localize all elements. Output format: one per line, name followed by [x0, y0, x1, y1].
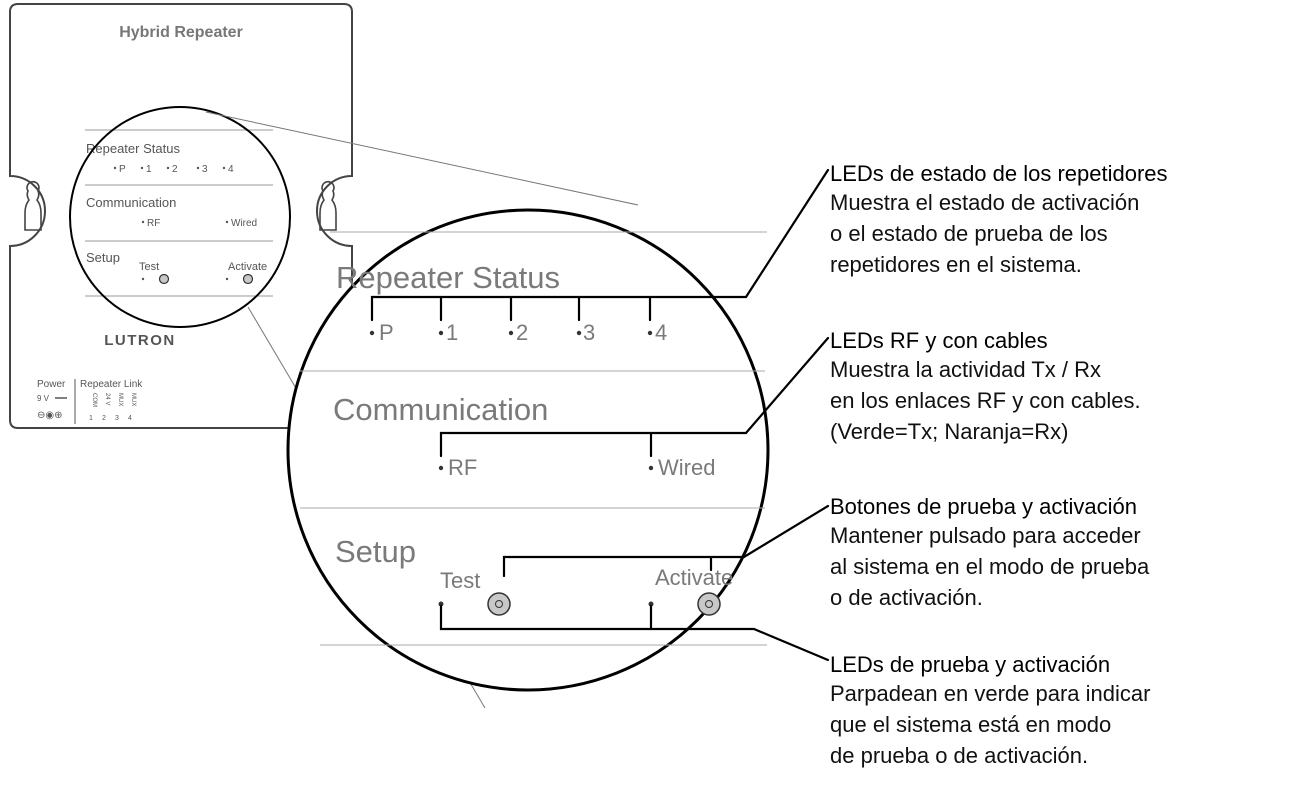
- status-led-label: 4: [655, 320, 667, 345]
- annotation-title: Botones de prueba y activación: [830, 494, 1137, 519]
- comm-led-label: RF: [448, 455, 477, 480]
- small-status-led-label: 2: [172, 164, 178, 175]
- power-voltage: 9 V: [37, 394, 50, 403]
- small-status-led-label: P: [119, 164, 126, 175]
- power-polarity-icon: ⊖◉⊕: [37, 410, 62, 421]
- comm-led-label: Wired: [658, 455, 715, 480]
- annotation-line: Muestra la actividad Tx / Rx: [830, 357, 1102, 382]
- brand-logo: LUTRON: [104, 332, 176, 349]
- annotation-buttons: Botones de prueba y activación Mantener …: [830, 493, 1285, 613]
- status-led-label: 1: [446, 320, 458, 345]
- link-pin: COM: [91, 393, 97, 407]
- link-pin: MUX: [130, 393, 136, 406]
- small-comm-led-dot: [141, 220, 145, 224]
- test-label: Test: [440, 568, 480, 593]
- activate-button[interactable]: [697, 592, 721, 616]
- small-status-led-dots: [113, 166, 226, 170]
- annotation-line: en los enlaces RF y con cables.: [830, 388, 1141, 413]
- small-comm-led-label: RF: [147, 218, 160, 229]
- status-led-label: 3: [583, 320, 595, 345]
- comm-bracket: [439, 336, 830, 458]
- button-bracket: [502, 504, 830, 578]
- small-activate-led-dot: [225, 277, 229, 281]
- activate-label: Activate: [655, 565, 733, 590]
- status-led-label: P: [379, 320, 394, 345]
- status-led-dot: [438, 330, 444, 336]
- annotation-text: Mantener pulsado para acceder al sistema…: [830, 520, 1285, 613]
- annotation-setup-leds: LEDs de prueba y activación Parpadean en…: [830, 651, 1285, 771]
- status-led-dot: [369, 330, 375, 336]
- small-activate-label: Activate: [228, 261, 267, 273]
- annotation-line: Parpadean en verde para indicar: [830, 681, 1151, 706]
- status-bracket: [370, 168, 830, 322]
- small-status-led-label: 3: [202, 164, 208, 175]
- link-number: 1: [89, 415, 93, 422]
- comm-heading: Communication: [333, 392, 548, 427]
- annotation-line: Mantener pulsado para acceder: [830, 523, 1141, 548]
- annotation-text: Parpadean en verde para indicar que el s…: [830, 678, 1285, 771]
- annotation-line: Muestra el estado de activación: [830, 190, 1140, 215]
- link-pin: MUX: [117, 393, 123, 406]
- magnified-panel: Repeater Status P 1 2 3 4 Communication …: [333, 260, 733, 593]
- device-outline: [9, 3, 353, 429]
- zoom-circle: [69, 106, 291, 328]
- link-pin: 24 V: [104, 393, 110, 405]
- small-test-led-dot: [141, 277, 145, 281]
- annotation-comm-leds: LEDs RF y con cables Muestra la activida…: [830, 327, 1285, 447]
- annotation-line: o el estado de prueba de los: [830, 221, 1108, 246]
- comm-led-dot: [438, 465, 444, 471]
- small-status-led-label: 1: [146, 164, 152, 175]
- small-test-button[interactable]: [158, 273, 170, 285]
- annotation-line: (Verde=Tx; Naranja=Rx): [830, 419, 1069, 444]
- link-number: 2: [102, 415, 106, 422]
- small-activate-button[interactable]: [242, 273, 254, 285]
- small-comm-led-label: Wired: [231, 218, 257, 229]
- link-number: 4: [128, 415, 132, 422]
- link-label: Repeater Link: [80, 379, 143, 390]
- small-comm-heading: Communication: [86, 195, 176, 210]
- small-dividers: [85, 129, 273, 297]
- annotation-title: LEDs de estado de los repetidores: [830, 161, 1168, 186]
- link-number: 3: [115, 415, 119, 422]
- test-button[interactable]: [487, 592, 511, 616]
- right-keyhole-icon: [319, 180, 337, 231]
- status-led-dot: [576, 330, 582, 336]
- status-heading: Repeater Status: [336, 260, 560, 295]
- small-status-heading: Repeater Status: [86, 141, 180, 156]
- status-led-dot: [508, 330, 514, 336]
- status-led-dot: [647, 330, 653, 336]
- small-panel: Repeater Status P 1 2 3 4 Communication …: [86, 141, 267, 285]
- annotation-status-leds: LEDs de estado de los repetidores Muestr…: [830, 160, 1285, 280]
- annotation-title: LEDs de prueba y activación: [830, 652, 1111, 677]
- annotation-line: repetidores en el sistema.: [830, 252, 1082, 277]
- small-status-led-label: 4: [228, 164, 234, 175]
- device-title: Hybrid Repeater: [119, 24, 243, 41]
- activate-led-dot: [648, 601, 654, 607]
- status-led-label: 2: [516, 320, 528, 345]
- small-setup-heading: Setup: [86, 250, 120, 265]
- magnified-circle: [286, 208, 770, 692]
- ports: Power 9 V ⊖◉⊕ Repeater Link COM 24 V MUX…: [37, 379, 143, 424]
- annotation-line: o de activación.: [830, 585, 983, 610]
- left-keyhole-icon: [24, 180, 42, 231]
- annotation-text: Muestra el estado de activación o el est…: [830, 187, 1285, 280]
- setup-led-bracket: [439, 604, 830, 662]
- small-test-label: Test: [139, 261, 159, 273]
- small-comm-led-dot: [225, 220, 229, 224]
- power-label: Power: [37, 379, 66, 390]
- annotation-title: LEDs RF y con cables: [830, 328, 1048, 353]
- test-led-dot: [438, 601, 444, 607]
- link-pin-labels: COM 24 V MUX MUX: [91, 393, 136, 407]
- setup-heading: Setup: [335, 534, 416, 569]
- annotation-line: que el sistema está en modo: [830, 712, 1112, 737]
- comm-led-dot: [648, 465, 654, 471]
- annotation-text: Muestra la actividad Tx / Rx en los enla…: [830, 354, 1285, 447]
- magnified-dividers: [300, 231, 767, 646]
- device-body: Hybrid Repeater LUTRON: [9, 3, 353, 429]
- annotation-line: de prueba o de activación.: [830, 743, 1089, 768]
- annotation-line: al sistema en el modo de prueba: [830, 554, 1150, 579]
- magnified-led-dots: [369, 330, 654, 607]
- leader-lines: [370, 168, 830, 662]
